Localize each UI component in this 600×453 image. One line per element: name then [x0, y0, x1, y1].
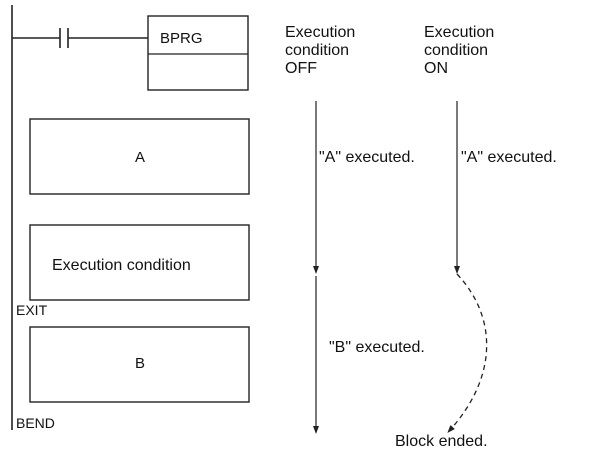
bprg-instruction-box: BPRG	[147, 15, 249, 91]
exit-label: EXIT	[16, 302, 48, 318]
col-off-line3: OFF	[285, 60, 317, 77]
off-a-executed-text: "A" executed.	[319, 149, 415, 166]
column-header-on: Execution condition ON	[424, 24, 494, 77]
on-a-executed-text: "A" executed.	[461, 149, 557, 166]
ladder-rung	[12, 28, 148, 48]
off-b-executed-text: "B" executed.	[329, 339, 425, 356]
block-b: B	[29, 326, 250, 403]
execution-condition-label: Execution condition	[52, 257, 191, 274]
block-a-label: A	[135, 149, 145, 166]
bend-label: BEND	[16, 415, 55, 431]
col-on-line2: condition	[424, 42, 488, 59]
bprg-label: BPRG	[160, 30, 203, 47]
block-ended-dashed-arrow	[447, 273, 488, 433]
col-off-line1: Execution	[285, 24, 355, 41]
block-b-label: B	[135, 355, 145, 372]
col-on-line1: Execution	[424, 24, 494, 41]
block-execution-condition: Execution condition	[29, 224, 250, 301]
block-a: A	[29, 118, 250, 195]
col-on-line3: ON	[424, 60, 448, 77]
column-header-off: Execution condition OFF	[285, 24, 355, 77]
block-ended-text: Block ended.	[395, 433, 488, 450]
col-off-line2: condition	[285, 42, 349, 59]
